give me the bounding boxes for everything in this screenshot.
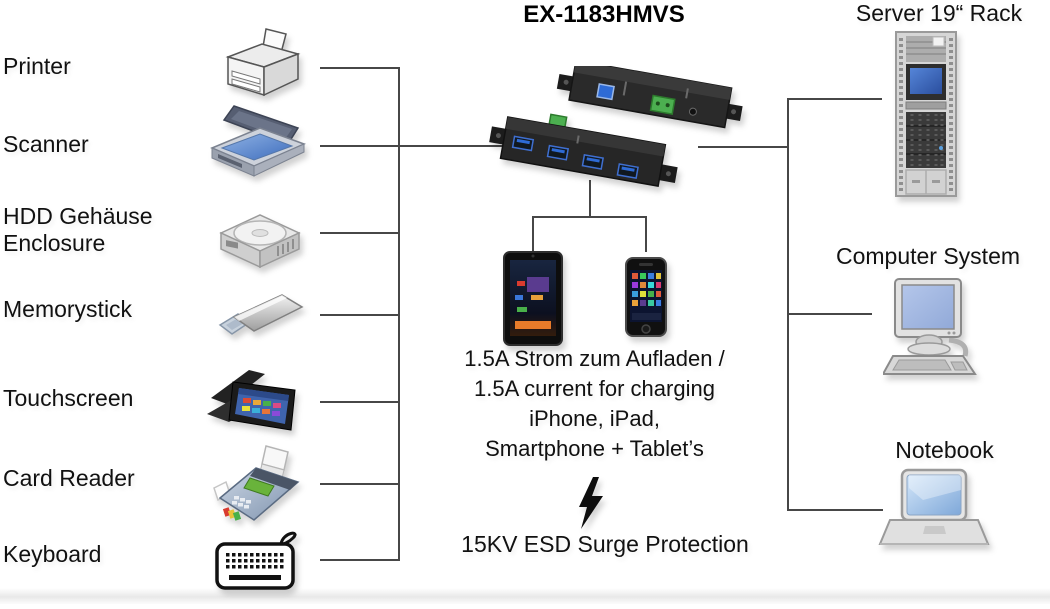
right-bus-line	[787, 98, 789, 511]
bottom-shadow-band	[0, 588, 1050, 604]
hub-down-line	[589, 180, 591, 217]
usb-hub-icon	[485, 59, 747, 197]
charging-phone-drop-line	[645, 216, 647, 252]
esd-protection-label: 15KV ESD Surge Protection	[461, 531, 749, 557]
label-printer: Printer	[3, 53, 71, 79]
label-server-rack: Server 19“ Rack	[855, 0, 1023, 26]
label-touchscreen: Touchscreen	[3, 385, 134, 411]
label-hdd-enclosure: HDD Gehäuse Enclosure	[3, 203, 153, 256]
scanner-icon	[208, 102, 308, 185]
smartphone-icon	[625, 257, 667, 342]
charging-note-line-3: iPhone, iPad,	[529, 406, 660, 431]
label-computer-system: Computer System	[835, 243, 1021, 269]
branch-notebook-line	[787, 509, 883, 511]
branch-hdd-line	[320, 232, 400, 234]
lightning-bolt-icon	[576, 477, 606, 534]
touchscreen-icon	[205, 358, 305, 449]
keyboard-icon	[213, 526, 303, 597]
page-title: EX-1183HMVS	[523, 1, 685, 28]
charging-tablet-drop-line	[532, 216, 534, 254]
hdd-enclosure-icon	[216, 206, 304, 281]
charging-note-line-4: Smartphone + Tablet’s	[485, 436, 704, 461]
branch-keyboard-line	[320, 559, 400, 561]
branch-server-rack-line	[787, 98, 882, 100]
branch-touchscreen-line	[320, 401, 400, 403]
card-reader-icon	[210, 442, 306, 529]
branch-printer-line	[320, 67, 400, 69]
computer-system-icon	[881, 278, 977, 383]
charging-note-line-2: 1.5A current for charging	[474, 376, 715, 401]
label-notebook: Notebook	[895, 437, 994, 463]
memorystick-icon	[206, 287, 308, 352]
tablet-icon	[503, 251, 563, 351]
branch-computer-line	[787, 313, 872, 315]
server-rack-icon	[894, 30, 958, 205]
branch-card-reader-line	[320, 483, 400, 485]
charging-note-line-1: 1.5A Strom zum Aufladen /	[464, 346, 725, 371]
label-scanner: Scanner	[3, 131, 89, 157]
label-keyboard: Keyboard	[3, 541, 102, 567]
printer-icon	[220, 27, 306, 106]
charging-tbar-line	[532, 216, 647, 218]
hub-right-feed-line	[698, 146, 789, 148]
branch-memorystick-line	[320, 314, 400, 316]
label-card-reader: Card Reader	[3, 465, 135, 491]
charging-note: 1.5A Strom zum Aufladen / 1.5A current f…	[437, 344, 752, 464]
branch-scanner-hub-line	[320, 145, 510, 147]
label-memorystick: Memorystick	[3, 296, 133, 322]
notebook-icon	[878, 468, 990, 559]
